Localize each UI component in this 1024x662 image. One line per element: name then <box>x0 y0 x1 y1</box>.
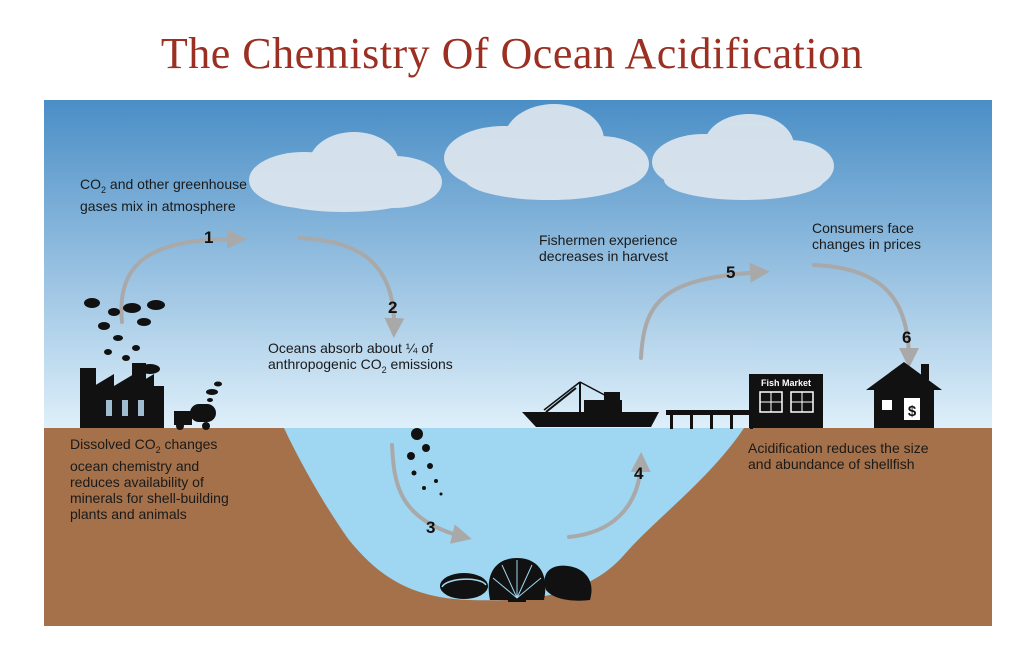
step-1-number: 1 <box>204 228 214 247</box>
boat-icon <box>522 381 659 427</box>
truck-icon <box>174 381 222 430</box>
step-2-text: Oceans absorb about ¼ of anthropogenic C… <box>268 340 453 375</box>
arrows <box>119 228 919 544</box>
fish-market-sign: Fish Market <box>761 378 811 388</box>
bubbles <box>407 428 443 496</box>
diagram-art: Fish Market $ <box>44 100 992 626</box>
page-title: The Chemistry Of Ocean Acidification <box>160 29 864 78</box>
step-6-text: Consumers face changes in prices <box>812 220 921 252</box>
step-5-number: 5 <box>726 263 736 282</box>
diagram-scene: Fish Market $ <box>44 100 992 631</box>
step-4-text: Acidification reduces the size and abund… <box>748 440 929 472</box>
step-3-text: Dissolved CO2 changes ocean chemistry an… <box>70 436 229 522</box>
shell-icon <box>440 573 488 599</box>
house-icon: $ <box>866 362 942 428</box>
step-6-number: 6 <box>902 328 912 347</box>
step-2-number: 2 <box>388 298 398 317</box>
cloud-icon <box>249 132 442 212</box>
dollar-sign: $ <box>908 403 917 420</box>
step-5-text: Fishermen experience decreases in harves… <box>539 232 678 264</box>
ocean <box>284 428 744 601</box>
shell-icon <box>544 565 592 601</box>
factory-icon <box>80 298 165 428</box>
cloud-icon <box>652 114 834 200</box>
cloud-icon <box>444 104 649 200</box>
step-4-number: 4 <box>634 464 644 483</box>
shell-icon <box>488 558 546 602</box>
step-1-text: CO2 and other greenhouse gases mix in at… <box>80 176 247 214</box>
step-3-number: 3 <box>426 518 436 537</box>
fish-market-icon: Fish Market <box>749 374 823 428</box>
